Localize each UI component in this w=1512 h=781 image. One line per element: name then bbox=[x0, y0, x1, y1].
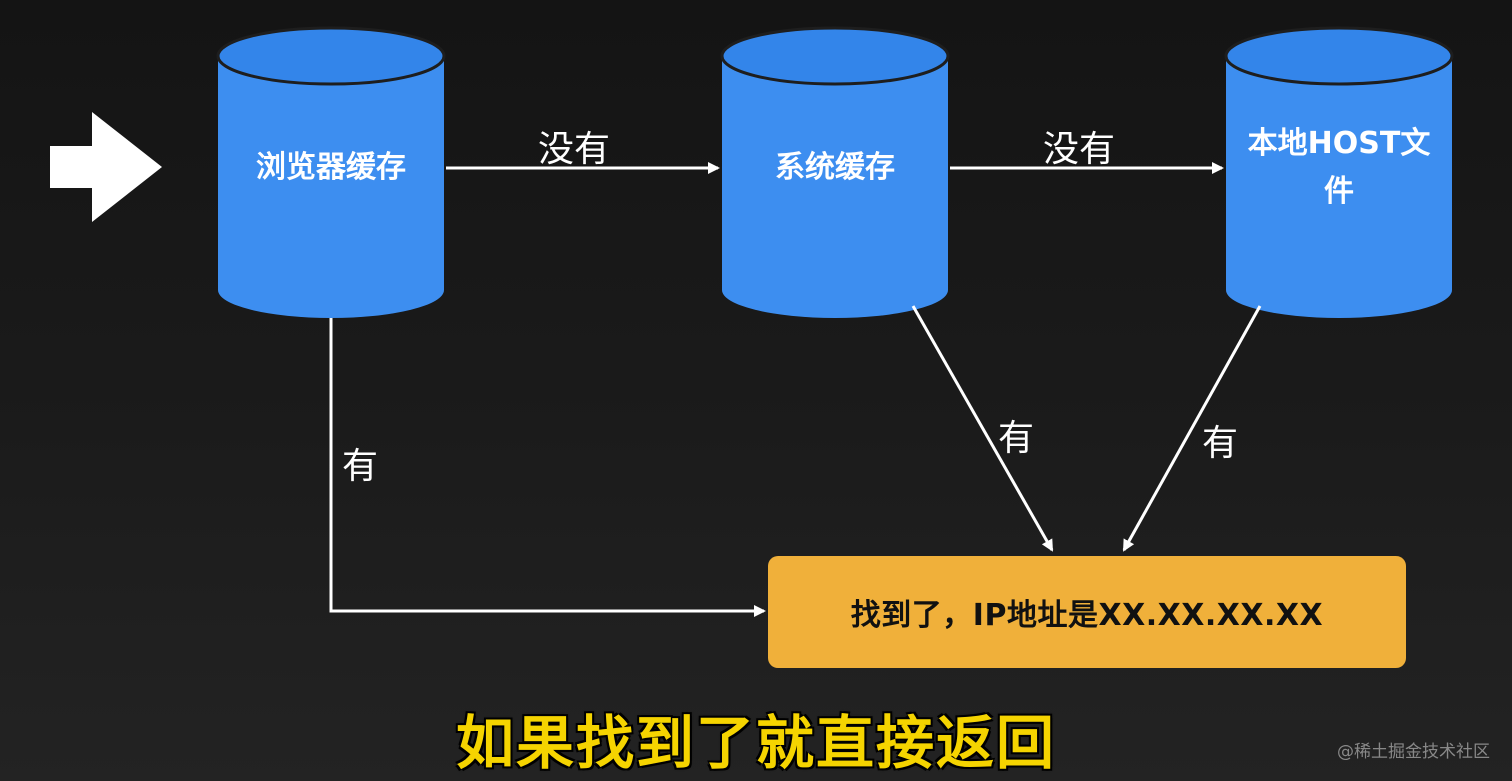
result-box: 找到了，IP地址是XX.XX.XX.XX bbox=[768, 556, 1406, 668]
result-label: 找到了，IP地址是XX.XX.XX.XX bbox=[850, 598, 1324, 633]
entry-arrow-icon bbox=[50, 112, 162, 222]
system-cache-label: 系统缓存 bbox=[775, 150, 895, 185]
system-cache-cylinder bbox=[720, 26, 950, 318]
edge-label-browser-to-system: 没有 bbox=[538, 129, 611, 170]
browser-cache-cylinder bbox=[216, 26, 446, 318]
edge-label-host-to-result: 有 bbox=[1202, 423, 1239, 464]
host-file-label-line2: 件 bbox=[1324, 174, 1354, 209]
edge-label-system-to-result: 有 bbox=[998, 418, 1035, 459]
edge-host-to-result bbox=[1122, 305, 1262, 552]
browser-cache-label: 浏览器缓存 bbox=[256, 150, 406, 185]
host-file-label-line1: 本地HOST文 bbox=[1247, 126, 1431, 161]
edge-browser-to-result bbox=[329, 318, 766, 617]
video-subtitle: 如果找到了就直接返回 bbox=[455, 709, 1056, 777]
edge-label-system-to-host: 没有 bbox=[1043, 129, 1116, 170]
edge-label-browser-to-result: 有 bbox=[342, 446, 379, 487]
host-file-cylinder bbox=[1224, 26, 1454, 318]
watermark: @稀土掘金技术社区 bbox=[1337, 742, 1490, 762]
edge-system-to-result bbox=[911, 305, 1054, 552]
